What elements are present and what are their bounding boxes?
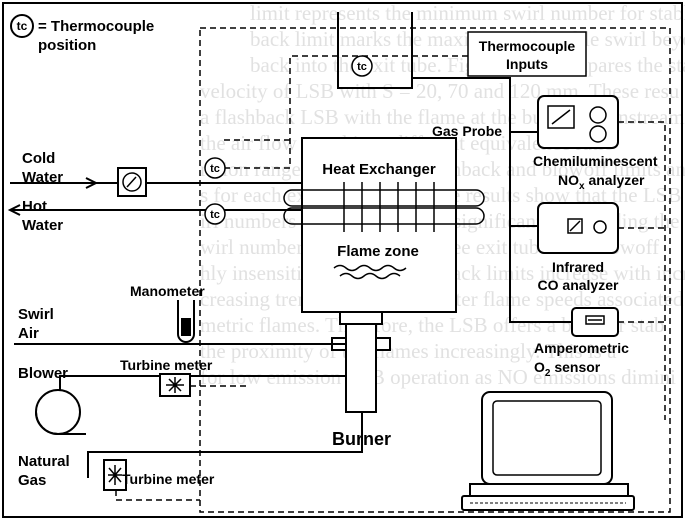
gas-probe-line <box>412 77 511 118</box>
flame-wave-1 <box>333 264 407 272</box>
exhaust-chimney <box>337 12 413 89</box>
manometer-label: Manometer <box>130 283 205 299</box>
computer-screen <box>492 400 602 476</box>
hot-water-arrow <box>7 204 21 216</box>
chemi-knob-2 <box>589 125 607 143</box>
chemiluminescent-label-line2: NOx analyzer <box>558 172 645 192</box>
cold-water-thermocouple-icon <box>204 157 226 179</box>
swirl-air-label-line2: Air <box>18 325 39 342</box>
hot-water-thermocouple-icon <box>204 203 226 225</box>
thermocouple-legend-icon-text: tc <box>17 19 28 33</box>
heat-exchanger-chamber <box>301 137 457 313</box>
cold-water-label-line1: Cold <box>22 150 55 167</box>
thermocouple-legend-icon <box>10 14 34 38</box>
infrared-knob <box>593 220 607 234</box>
heat-exchanger-fins <box>343 182 435 232</box>
infrared-label-line2: CO analyzer <box>538 277 619 293</box>
natural-gas-label-line2: Gas <box>18 472 46 489</box>
chimney-thermocouple-text: tc <box>357 61 367 73</box>
turbine-meter-air-label: Turbine meter <box>120 357 213 373</box>
o2-subscript: 2 <box>545 368 551 379</box>
cold-water-label-line2: Water <box>22 169 63 186</box>
bleed-text-line: limit represents the minimum swirl numbe… <box>250 1 685 25</box>
nox-rest: analyzer <box>585 172 645 188</box>
natural-gas-label-line1: Natural <box>18 453 70 470</box>
nox-main: NO <box>558 172 579 188</box>
hot-water-label-line1: Hot <box>22 198 47 215</box>
blower-housing <box>35 411 86 435</box>
flow-meter-needle <box>126 176 137 188</box>
blower-pipe <box>59 375 346 412</box>
chemi-display-needle <box>551 109 571 125</box>
legend-label-line1: = Thermocouple <box>38 18 154 35</box>
turbine-meter-air-icon <box>166 377 184 393</box>
hot-water-thermocouple-text: tc <box>210 209 220 221</box>
amperometric-label-line1: Amperometric <box>534 340 629 356</box>
thermocouple-inputs-label-line1: Thermocouple <box>479 38 576 54</box>
turbine-meter-gas-icon <box>108 465 122 485</box>
dashed-enclosure <box>199 27 671 513</box>
infrared-display-needle <box>569 220 581 232</box>
signal-dashed-line-analyzers <box>618 121 666 420</box>
manometer-fluid <box>181 318 191 336</box>
burner-body <box>345 317 377 413</box>
o2-rest: sensor <box>550 359 600 375</box>
natural-gas-pipe <box>87 412 363 478</box>
heat-exchanger-coils <box>283 189 485 225</box>
cold-water-arrow <box>85 177 99 189</box>
flame-zone-label: Flame zone <box>337 243 419 260</box>
thermocouple-legend: tc = Thermocouple position <box>10 14 154 54</box>
swirl-air-label-line1: Swirl <box>18 306 54 323</box>
amperometric-label-line2: O2 sensor <box>534 359 601 379</box>
turbine-gas-signal <box>115 490 200 501</box>
heat-exchanger-label: Heat Exchanger <box>322 161 436 178</box>
computer <box>461 391 635 511</box>
blower-label: Blower <box>18 365 68 382</box>
chemi-knob-1 <box>589 106 607 124</box>
manometer-tube <box>177 300 195 343</box>
analyzer-bus-line <box>509 118 572 323</box>
thermocouple-inputs-box <box>467 31 587 77</box>
hot-water-label-line2: Water <box>22 217 63 234</box>
turbine-meter-gas-label: Turbine meter <box>122 471 215 487</box>
gas-probe-label: Gas Probe <box>432 123 502 139</box>
chimney-thermocouple-icon <box>351 55 373 77</box>
o2-main: O <box>534 359 545 375</box>
burner-collar <box>339 311 383 325</box>
chemiluminescent-label-line1: Chemiluminescent <box>533 153 658 169</box>
infrared-label-line1: Infrared <box>552 259 604 275</box>
tc-input-dashed-line <box>222 55 468 169</box>
nox-subscript: x <box>579 181 585 192</box>
thermocouple-inputs-label-line2: Inputs <box>506 56 548 72</box>
cold-water-thermocouple-text: tc <box>210 163 220 175</box>
legend-label-line2: position <box>38 37 96 54</box>
flame-wave-2 <box>339 272 401 280</box>
computer-base <box>469 483 629 497</box>
